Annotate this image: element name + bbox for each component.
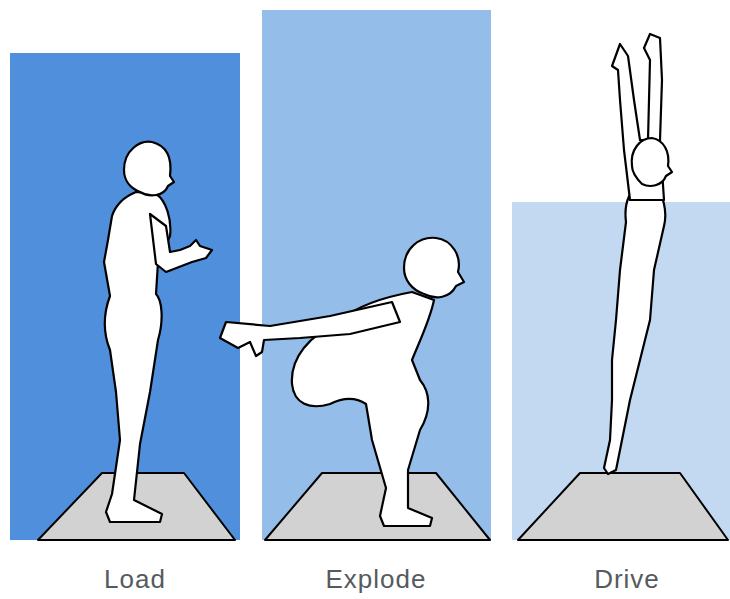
phase-band [10, 53, 240, 540]
phase-band [262, 10, 491, 540]
figure-head [404, 238, 464, 297]
phase-label: Load [104, 562, 166, 596]
floor-platform [518, 473, 728, 540]
figure-head [124, 142, 174, 196]
jumping-figure [604, 34, 672, 474]
squatting-figure [220, 238, 464, 526]
standing-figure [104, 142, 212, 522]
phase-label: Drive [594, 562, 660, 596]
figure-arm [220, 302, 400, 356]
phase-label: Explode [326, 562, 427, 596]
figure-arm [150, 214, 212, 272]
figure-head [632, 138, 672, 186]
floor-platform [265, 473, 490, 540]
figure-body [604, 184, 665, 474]
